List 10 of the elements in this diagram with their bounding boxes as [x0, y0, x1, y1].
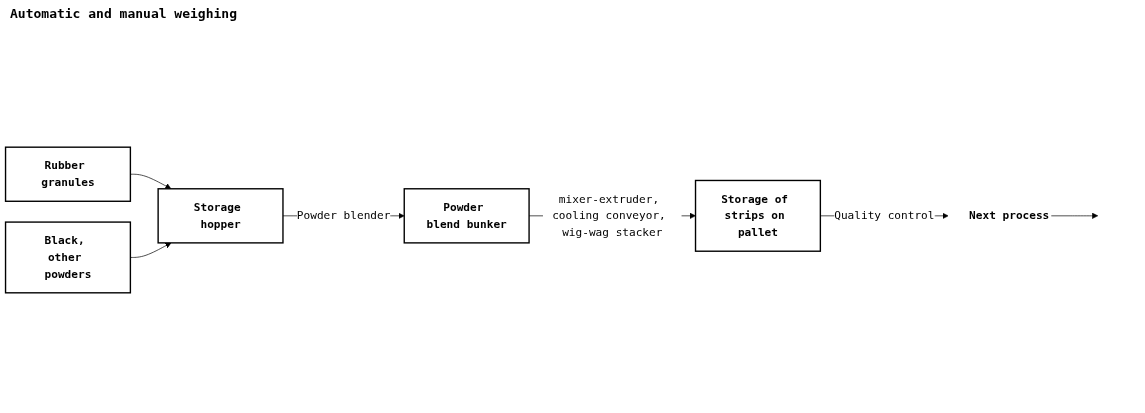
node-box: Rubber granules — [4, 146, 132, 202]
node-text: Next process — [969, 208, 1050, 223]
note-text: Automatic and manual weighing — [10, 6, 237, 21]
edge-label: Powder blender — [296, 208, 391, 223]
node-box: Storage hopper — [157, 188, 284, 244]
node-box: Storage of strips on pallet — [694, 179, 822, 252]
edge-label: mixer-extruder, cooling conveyor, wig-wag stacker — [552, 192, 666, 239]
node-box: Powder blend bunker — [403, 188, 530, 244]
node-box: Black, other powders — [4, 221, 132, 294]
edge-label: Quality control — [834, 208, 935, 223]
